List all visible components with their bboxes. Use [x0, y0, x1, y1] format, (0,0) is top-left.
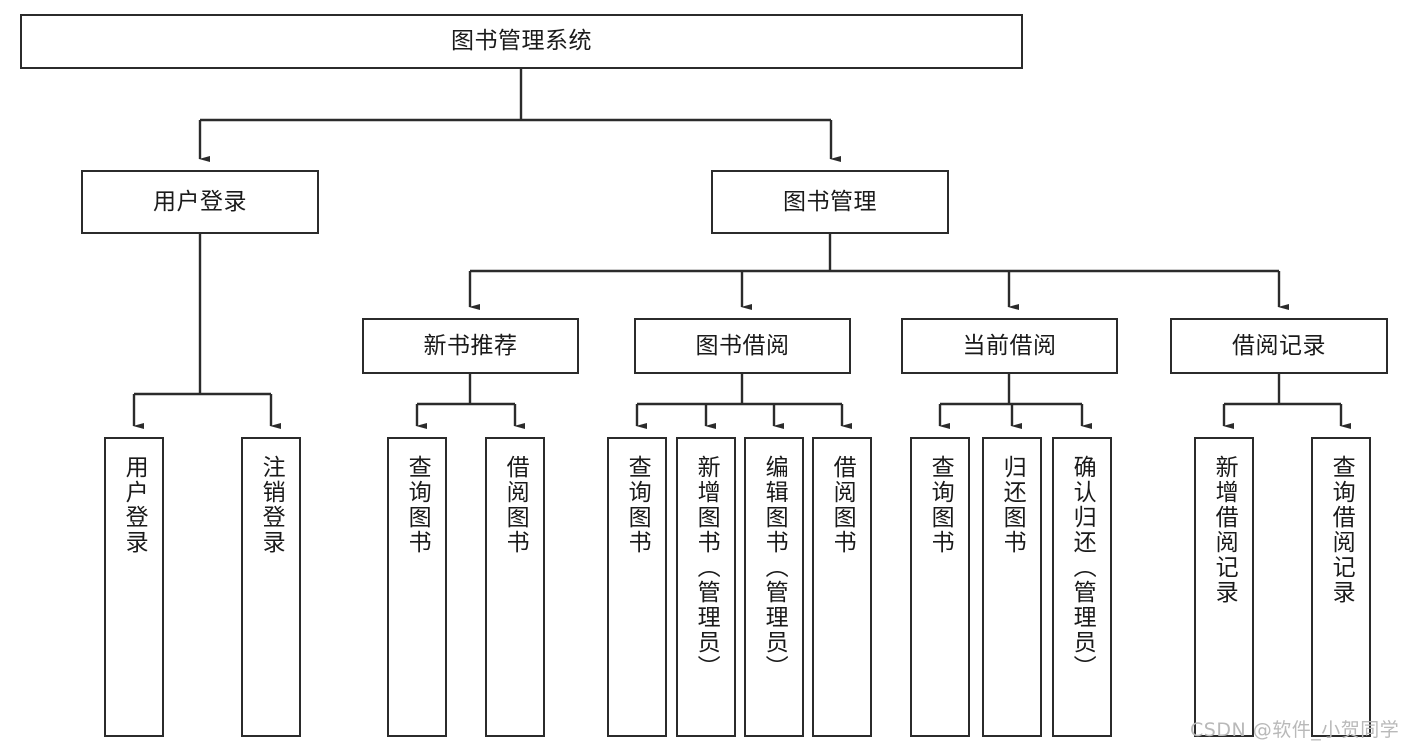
leaf-return-book[interactable]: 归还图书 [982, 437, 1042, 737]
leaf-query-book-current[interactable]: 查询图书 [910, 437, 970, 737]
leaf-logout[interactable]: 注销登录 [241, 437, 301, 737]
node-root[interactable]: 图书管理系统 [20, 14, 1023, 69]
node-user-login[interactable]: 用户登录 [81, 170, 319, 234]
leaf-edit-book-admin-label: 编辑图书（管理员） [761, 455, 788, 680]
leaf-borrow-book-newbook-label: 借阅图书 [502, 455, 529, 555]
leaf-confirm-return-admin[interactable]: 确认归还（管理员） [1052, 437, 1112, 737]
leaf-borrow-book-label: 借阅图书 [829, 455, 856, 555]
leaf-edit-book-admin[interactable]: 编辑图书（管理员） [744, 437, 804, 737]
leaf-logout-label: 注销登录 [258, 455, 285, 555]
csdn-watermark: CSDN @软件_小贺同学 [1190, 719, 1400, 741]
leaf-query-book-current-label: 查询图书 [927, 455, 954, 555]
node-book-borrow-label: 图书借阅 [695, 332, 790, 359]
leaf-add-book-admin[interactable]: 新增图书（管理员） [676, 437, 736, 737]
leaf-borrow-book[interactable]: 借阅图书 [812, 437, 872, 737]
leaf-query-borrow-record[interactable]: 查询借阅记录 [1311, 437, 1371, 737]
node-book-management-label: 图书管理 [783, 188, 877, 215]
node-root-label: 图书管理系统 [451, 28, 592, 55]
node-borrow-record-label: 借阅记录 [1232, 332, 1326, 359]
leaf-add-borrow-record-label: 新增借阅记录 [1211, 455, 1238, 605]
leaf-borrow-book-newbook[interactable]: 借阅图书 [485, 437, 545, 737]
leaf-confirm-return-admin-label: 确认归还（管理员） [1069, 455, 1096, 680]
leaf-add-borrow-record[interactable]: 新增借阅记录 [1194, 437, 1254, 737]
node-new-book-recommend[interactable]: 新书推荐 [362, 318, 579, 374]
leaf-return-book-label: 归还图书 [999, 455, 1026, 555]
node-new-book-recommend-label: 新书推荐 [423, 332, 518, 359]
leaf-user-login-label: 用户登录 [121, 455, 148, 555]
node-borrow-record[interactable]: 借阅记录 [1170, 318, 1388, 374]
node-book-borrow[interactable]: 图书借阅 [634, 318, 851, 374]
leaf-query-borrow-record-label: 查询借阅记录 [1328, 455, 1355, 605]
leaf-query-book-newbook[interactable]: 查询图书 [387, 437, 447, 737]
leaf-query-book-newbook-label: 查询图书 [404, 455, 431, 555]
node-current-borrow[interactable]: 当前借阅 [901, 318, 1118, 374]
leaf-user-login[interactable]: 用户登录 [104, 437, 164, 737]
node-current-borrow-label: 当前借阅 [962, 332, 1057, 359]
leaf-query-book-borrow-label: 查询图书 [624, 455, 651, 555]
leaf-query-book-borrow[interactable]: 查询图书 [607, 437, 667, 737]
node-book-management[interactable]: 图书管理 [711, 170, 949, 234]
node-user-login-label: 用户登录 [153, 188, 247, 215]
leaf-add-book-admin-label: 新增图书（管理员） [693, 455, 720, 680]
